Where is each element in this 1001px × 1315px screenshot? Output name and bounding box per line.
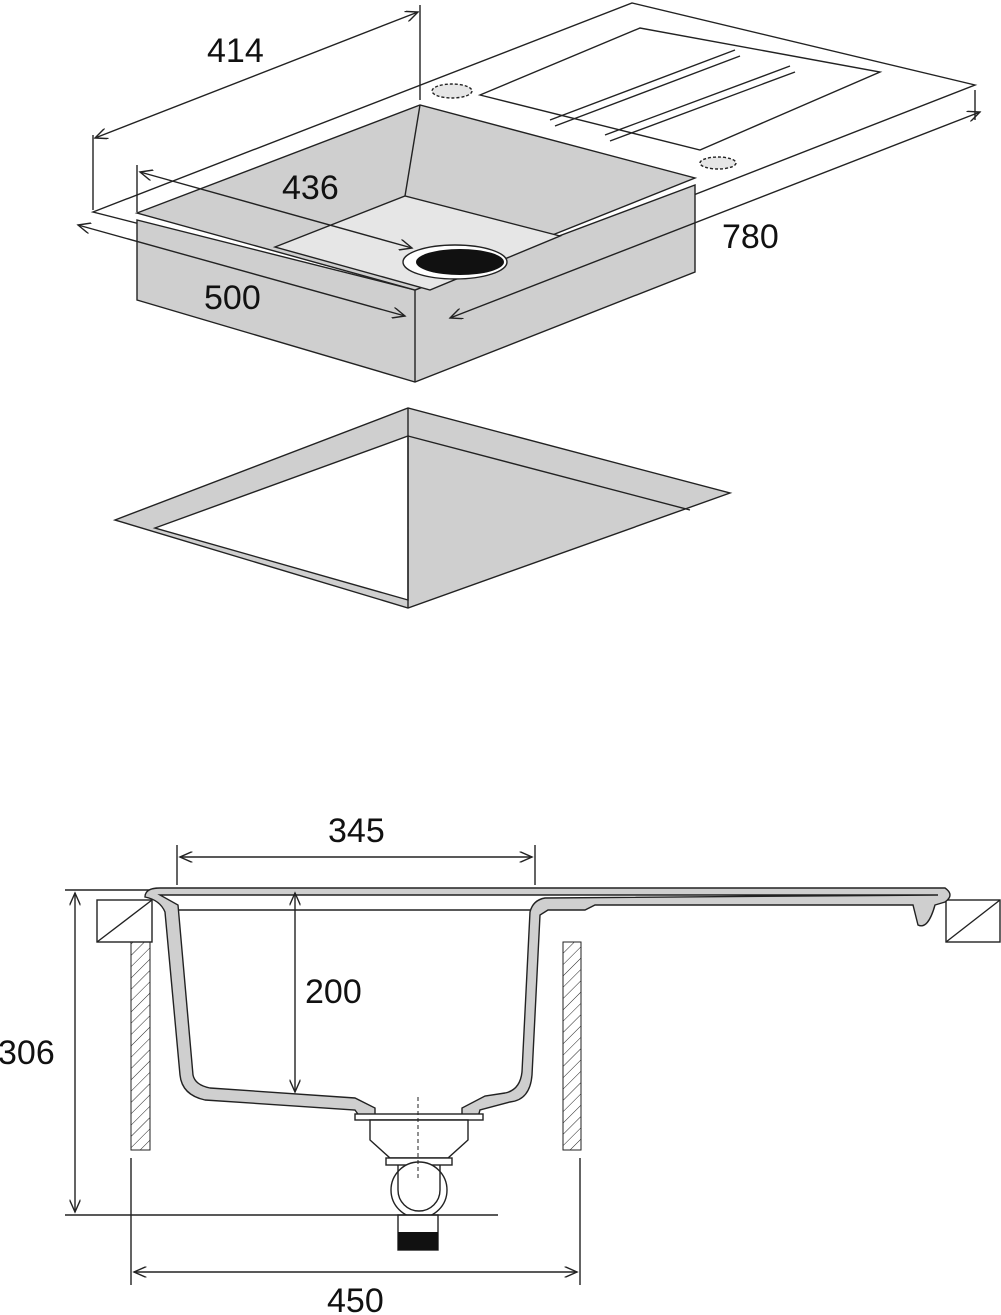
siphon-trap xyxy=(390,1161,448,1219)
isometric-sink-view: 414 436 500 780 xyxy=(78,2,980,383)
drain-flange xyxy=(354,1113,484,1121)
dim-436: 436 xyxy=(282,169,339,207)
dim-780: 780 xyxy=(722,218,779,256)
tap-hole-icon xyxy=(699,156,737,170)
tap-hole-icon xyxy=(431,83,473,99)
cutout-template xyxy=(112,407,733,609)
dim-500: 500 xyxy=(204,279,261,317)
dim-414: 414 xyxy=(207,32,264,70)
drain-hole-icon xyxy=(416,249,504,275)
dim-450: 450 xyxy=(327,1282,384,1315)
strainer xyxy=(369,1119,469,1159)
dim-345: 345 xyxy=(328,812,385,850)
sink-profile xyxy=(144,887,951,1118)
cabinet-wall-left xyxy=(130,941,151,1151)
cabinet-wall-right xyxy=(562,941,582,1151)
cross-section-view: 345 200 306 450 xyxy=(0,812,1001,1315)
dim-200: 200 xyxy=(305,973,362,1011)
dim-306: 306 xyxy=(0,1034,55,1072)
